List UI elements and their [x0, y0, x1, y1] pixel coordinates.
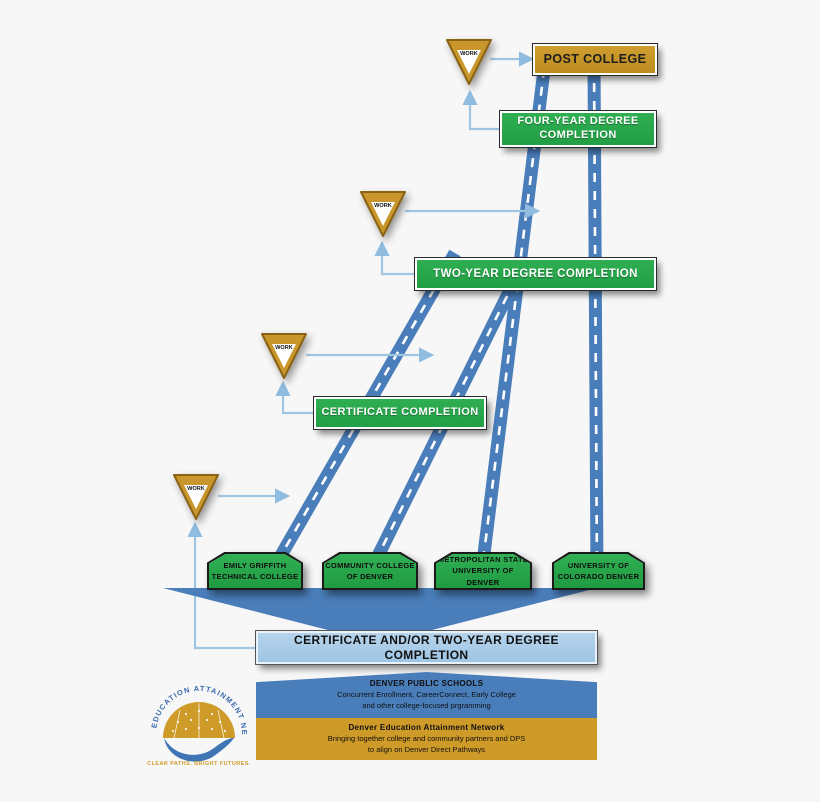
- dean-title: Denver Education Attainment Network: [348, 723, 505, 733]
- arrow-certtwo-to-work: [187, 521, 258, 650]
- work-sign-two-year[interactable]: WORK: [357, 188, 409, 240]
- milestone-two-year-degree[interactable]: TWO-YEAR DEGREE COMPLETION: [414, 257, 657, 291]
- work-sign-label: WORK: [275, 345, 293, 351]
- institution-face: EMILY GRIFFITH TECHNICAL COLLEGE: [209, 554, 301, 588]
- institution-university-colorado-denver[interactable]: UNIVERSITY OF COLORADO DENVER: [552, 552, 645, 590]
- work-sign-label: WORK: [460, 51, 478, 57]
- arrow-two-year-to-work: [374, 240, 415, 276]
- dean-line2: to align on Denver Direct Pathways: [367, 744, 486, 754]
- milestone-post-college[interactable]: POST COLLEGE: [532, 43, 658, 76]
- dps-title: DENVER PUBLIC SCHOOLS: [369, 679, 484, 689]
- logo-tagline: CLEAR PATHS. BRIGHT FUTURES.: [147, 761, 251, 767]
- work-sign-certificate[interactable]: WORK: [258, 330, 310, 382]
- institution-line1: EMILY GRIFFITH: [223, 560, 287, 570]
- dean-line1: Bringing together college and community …: [327, 734, 526, 744]
- institution-face: COMMUNITY COLLEGE OF DENVER: [324, 554, 416, 588]
- work-sign-dps[interactable]: WORK: [170, 471, 222, 523]
- institution-line2: UNIVERSITY OF DENVER: [452, 566, 514, 587]
- institution-line1: UNIVERSITY OF: [567, 560, 630, 570]
- milestone-four-year-degree[interactable]: FOUR-YEAR DEGREE COMPLETION: [499, 110, 657, 148]
- institution-metropolitan-state[interactable]: METROPOLITAN STATE UNIVERSITY OF DENVER: [434, 552, 532, 590]
- institution-line2: TECHNICAL COLLEGE: [211, 572, 299, 581]
- road-university-colorado-denver: [587, 61, 604, 579]
- institution-emily-griffith[interactable]: EMILY GRIFFITH TECHNICAL COLLEGE: [207, 552, 303, 590]
- milestone-certificate-or-two-year[interactable]: CERTIFICATE AND/OR TWO-YEAR DEGREE COMPL…: [255, 630, 598, 665]
- dps-line1: Concurrent Enrollment, CareerConnect, Ea…: [337, 690, 516, 700]
- arrow-certificate-to-work: [275, 380, 315, 415]
- road-metropolitan-state: [474, 61, 552, 579]
- institution-community-college-denver[interactable]: COMMUNITY COLLEGE OF DENVER: [322, 552, 418, 590]
- foundation-dean: Denver Education Attainment Network Brin…: [256, 718, 597, 760]
- institution-line2: OF DENVER: [346, 572, 394, 581]
- work-sign-post-college[interactable]: WORK: [443, 36, 495, 88]
- foundation-dps: DENVER PUBLIC SCHOOLS Concurrent Enrollm…: [256, 672, 597, 718]
- institution-line1: COMMUNITY COLLEGE: [325, 560, 415, 570]
- logo-dome-icon: [163, 702, 235, 762]
- work-sign-label: WORK: [374, 203, 392, 209]
- dean-logo: DENVER EDUCATION ATTAINMENT NETWORK CLEA…: [140, 676, 258, 768]
- institution-face: METROPOLITAN STATE UNIVERSITY OF DENVER: [436, 554, 530, 588]
- dps-line2: and other college-focused prgramming: [362, 700, 491, 710]
- institution-line2: COLORADO DENVER: [557, 572, 640, 581]
- arrow-four-year-to-work: [462, 89, 500, 131]
- milestone-certificate[interactable]: CERTIFICATE COMPLETION: [313, 396, 487, 430]
- work-sign-label: WORK: [187, 486, 205, 492]
- institution-line1: METROPOLITAN STATE: [437, 555, 529, 565]
- institution-face: UNIVERSITY OF COLORADO DENVER: [554, 554, 643, 588]
